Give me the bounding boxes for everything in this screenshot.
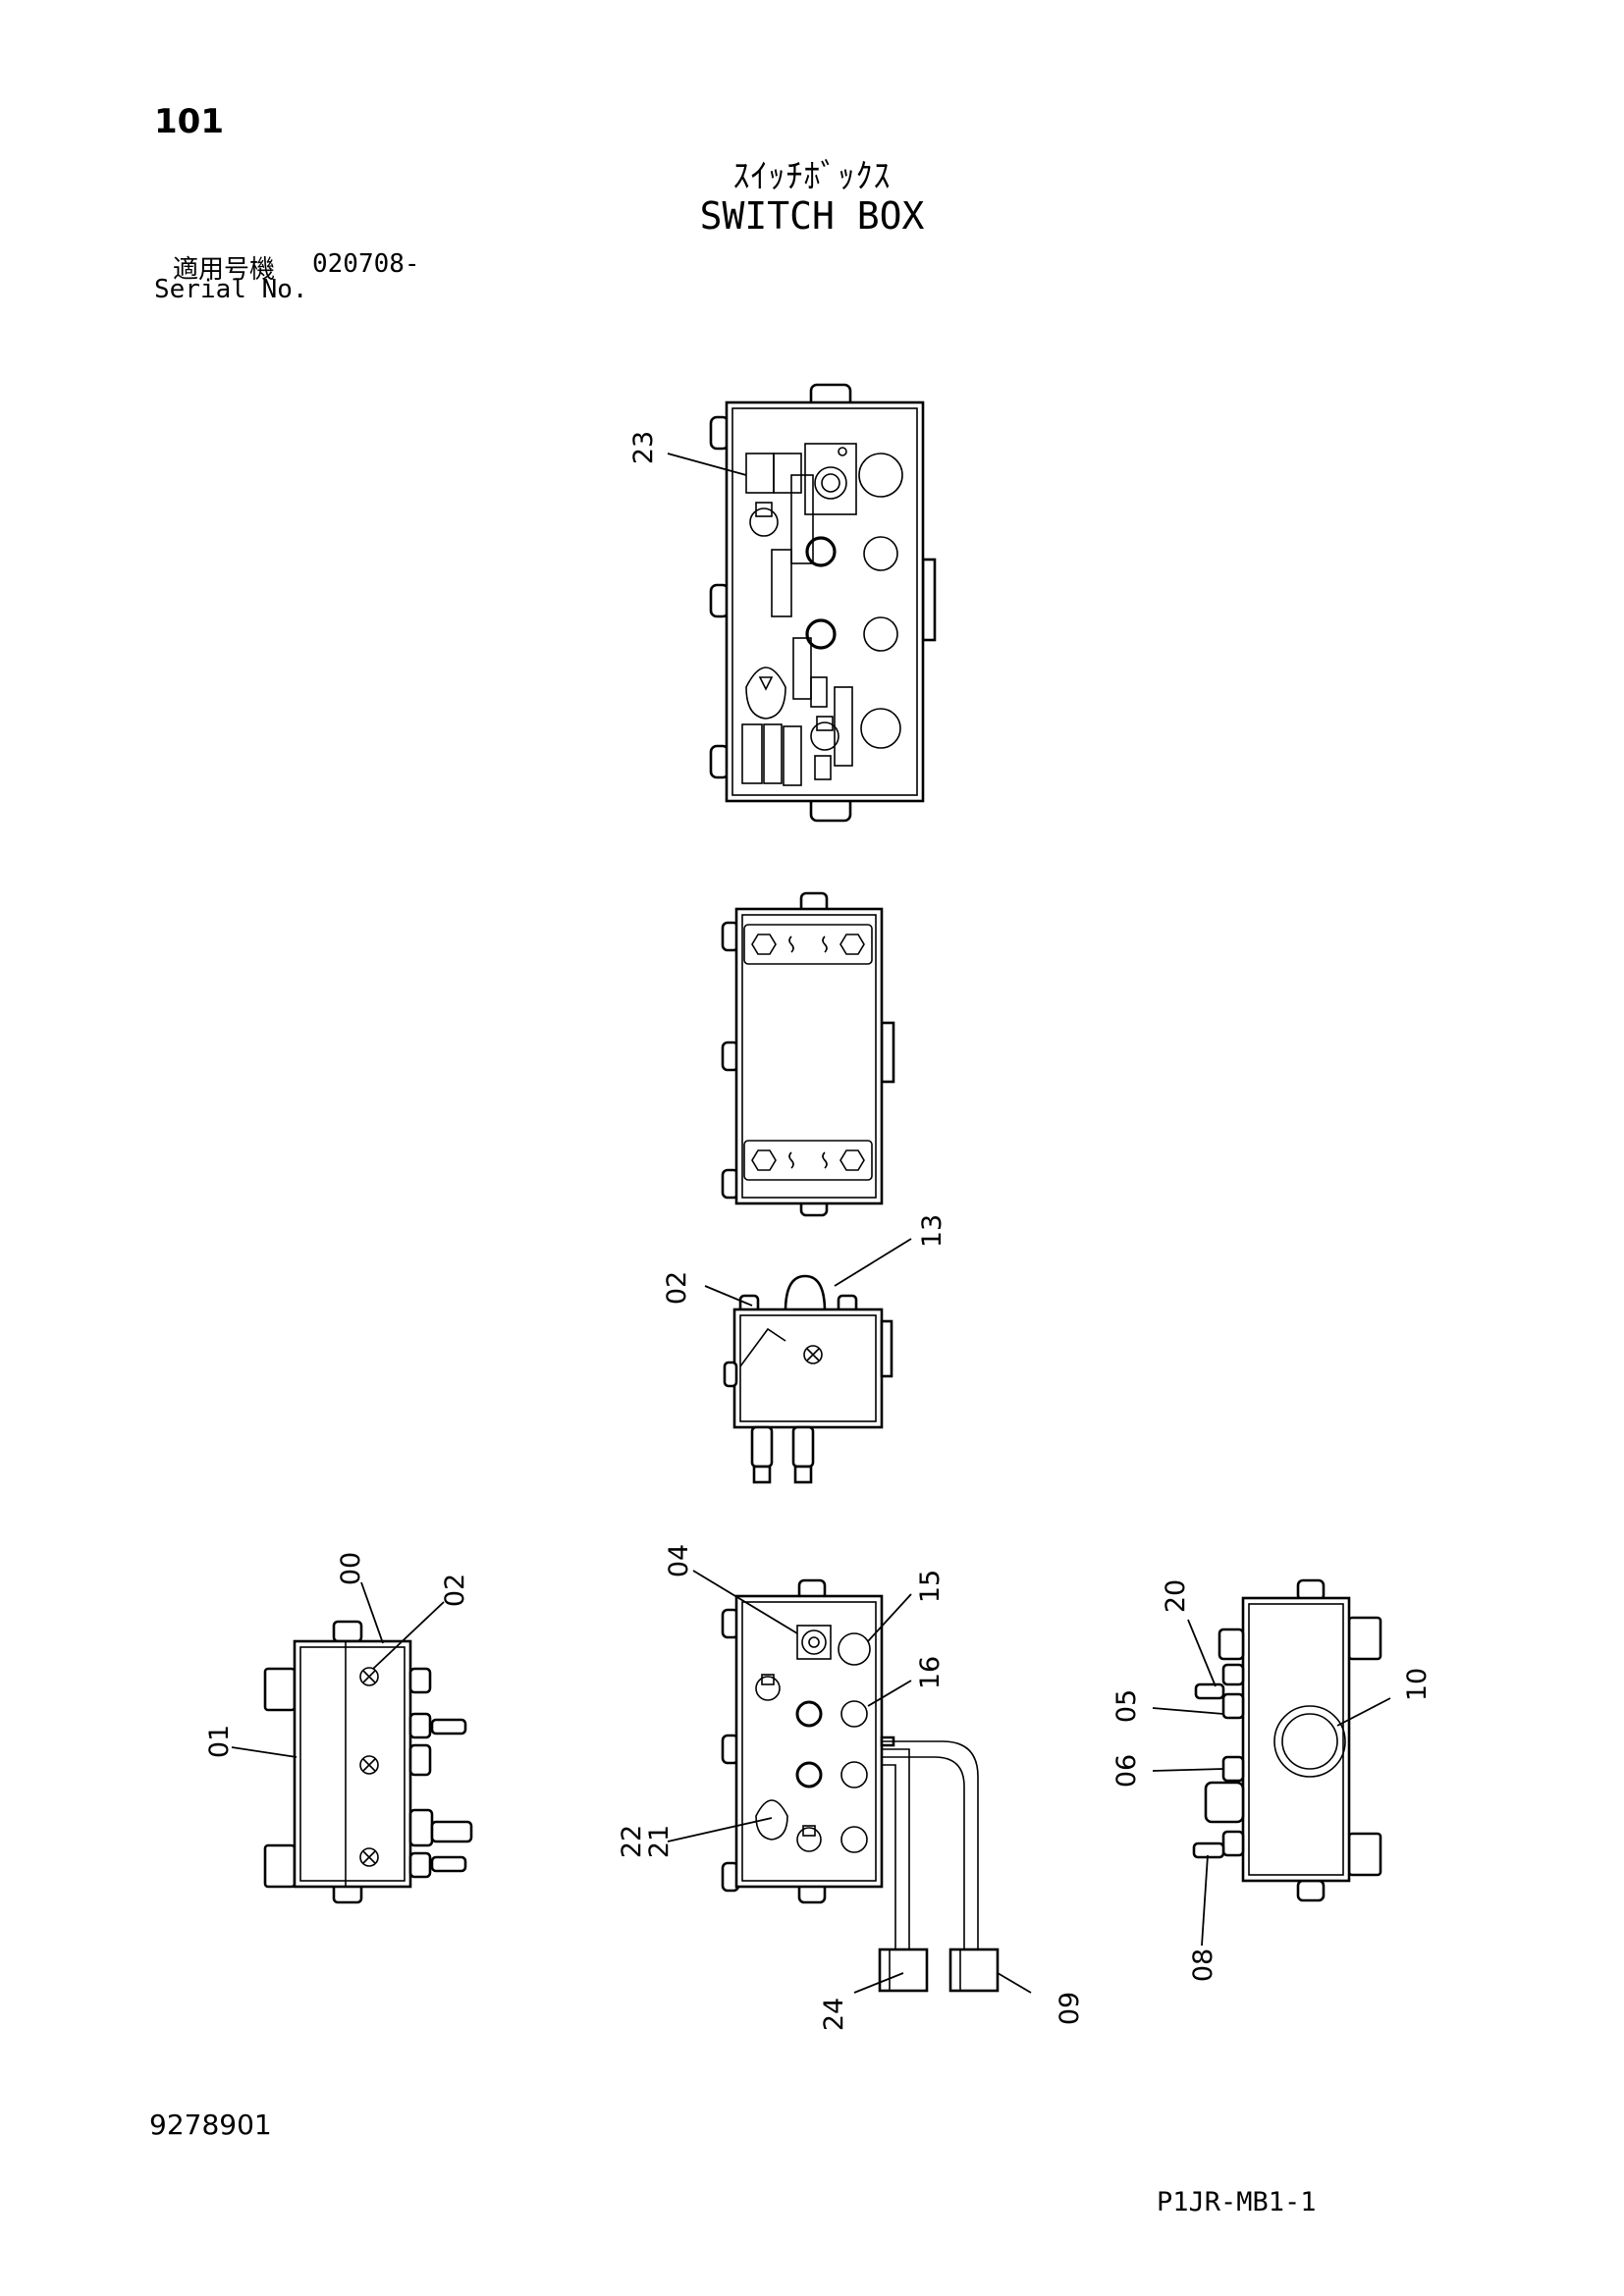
callout-09: 09 [1055,1992,1085,2025]
title-japanese: ｽｲｯﾁﾎﾞｯｸｽ [732,157,892,196]
callout-20: 20 [1161,1579,1191,1613]
callout-13: 13 [917,1214,947,1248]
left-side-view [263,1620,473,1904]
title-english: SWITCH BOX [699,194,925,238]
callout-10: 10 [1402,1668,1433,1701]
callout-22: 22 [617,1825,647,1858]
page-code: P1JR-MB1-1 [1157,2187,1317,2217]
callout-04: 04 [664,1544,694,1577]
callout-leaders [231,453,1391,1994]
callout-06: 06 [1111,1754,1142,1788]
callout-05: 05 [1111,1689,1142,1723]
callout-02-top: 02 [662,1271,692,1305]
panel-view [709,383,937,823]
callout-21: 21 [644,1825,675,1858]
callout-16: 16 [915,1656,946,1689]
callout-08: 08 [1188,1949,1218,1982]
serial-label-english: Serial No. [154,275,308,304]
page-number: 101 [154,102,224,141]
callout-labels: 23 13 02 00 02 01 04 15 16 22 21 24 09 2… [204,431,1433,2031]
callout-23: 23 [628,431,659,464]
serial-label-japanese: 適用号機 [173,255,276,285]
drawing-number: 9278901 [149,2109,272,2141]
side-view-clamp [723,1274,893,1484]
rear-view [721,891,895,1217]
callout-15: 15 [915,1570,946,1603]
callout-24: 24 [819,1998,849,2031]
serial-number-value: 020708- [312,249,420,279]
front-view-harness [721,1578,1000,1993]
callout-01: 01 [204,1725,235,1758]
callout-00: 00 [336,1552,366,1585]
callout-02-left: 02 [440,1574,470,1607]
right-side-view [1192,1578,1382,1902]
